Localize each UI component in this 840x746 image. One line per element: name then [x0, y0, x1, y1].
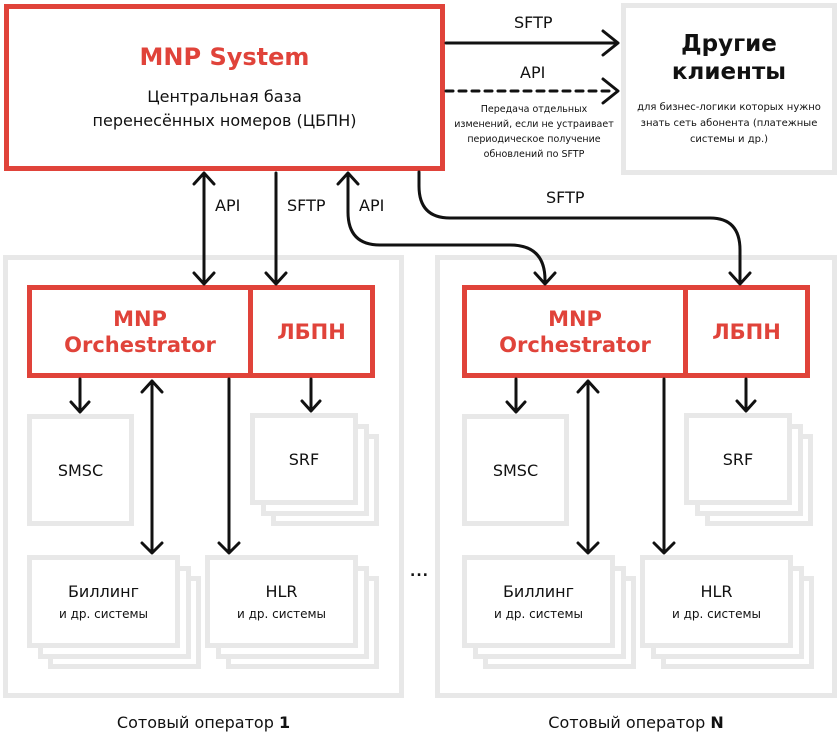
operator-n-orchestrator: MNP Orchestrator [462, 285, 688, 378]
operator-n-srf-stack: SRF [684, 413, 814, 526]
mnp-system-subtitle-1: Центральная база [147, 86, 302, 106]
caption-prefix: Сотовый оператор [548, 713, 711, 732]
billing-sub: и др. системы [58, 606, 149, 621]
caption-prefix: Сотовый оператор [116, 713, 279, 732]
smsc-label: SMSC [492, 460, 539, 480]
hlr-sub: и др. системы [236, 606, 327, 621]
other-clients-title-1: Другие [681, 31, 777, 57]
srf-label: SRF [722, 449, 754, 469]
orchestrator-line2: Orchestrator [499, 332, 651, 357]
operators-ellipsis: ... [410, 564, 429, 580]
caption-number: N [710, 713, 724, 732]
orchestrator-line1: MNP [548, 306, 602, 331]
api-note-4: обновлений по SFTP [483, 149, 585, 160]
lbpn-label: ЛБПН [277, 319, 346, 344]
operator-1-orchestrator: MNP Orchestrator [27, 285, 253, 378]
api-note-3: периодическое получение [467, 134, 601, 145]
label-opN-sftp: SFTP [546, 188, 585, 207]
hlr-title: HLR [700, 581, 733, 601]
other-clients-desc-1: для бизнес-логики которых нужно [637, 102, 821, 113]
operator-1-smsc: SMSC [27, 414, 134, 526]
other-clients-box: Другие клиенты для бизнес-логики которых… [621, 3, 837, 175]
api-dashed-arrowhead [601, 77, 620, 105]
operator-n-smsc: SMSC [462, 414, 569, 526]
smsc-label: SMSC [57, 460, 104, 480]
label-opN-api: API [359, 196, 385, 215]
operator-n-caption: Сотовый оператор N [435, 713, 837, 732]
label-op1-api: API [215, 196, 241, 215]
mnp-system-subtitle-2: перенесённых номеров (ЦБПН) [92, 110, 357, 130]
hlr-title: HLR [265, 581, 298, 601]
orchestrator-line2: Orchestrator [64, 332, 216, 357]
billing-title: Биллинг [67, 581, 140, 601]
operator-1-billing-stack: Биллинг и др. системы [27, 555, 201, 669]
label-sftp-top: SFTP [514, 13, 553, 32]
operator-n-lbpn: ЛБПН [683, 285, 810, 378]
mnp-system-box: MNP System Центральная база перенесённых… [4, 4, 445, 171]
other-clients-desc-2: знать сеть абонента (платежные [640, 118, 818, 129]
operator-1-hlr-stack: HLR и др. системы [205, 555, 379, 669]
sftp-arrow-to-clients [444, 29, 620, 57]
other-clients-desc-3: системы и др.) [689, 134, 769, 145]
lbpn-label: ЛБПН [712, 319, 781, 344]
caption-number: 1 [278, 713, 291, 732]
billing-sub: и др. системы [493, 606, 584, 621]
other-clients-title-2: клиенты [671, 59, 787, 85]
api-note-2: изменений, если не устраивает [454, 119, 614, 130]
label-api-top: API [520, 63, 546, 82]
orchestrator-line1: MNP [113, 306, 167, 331]
hlr-sub: и др. системы [671, 606, 762, 621]
operator-1-caption: Сотовый оператор 1 [3, 713, 404, 732]
api-note-1: Передача отдельных [480, 104, 588, 115]
operator-n-hlr-stack: HLR и др. системы [640, 555, 814, 669]
api-note: Передача отдельных изменений, если не ус… [452, 102, 616, 162]
srf-label: SRF [288, 449, 320, 469]
label-op1-sftp: SFTP [287, 196, 326, 215]
operator-1-lbpn: ЛБПН [248, 285, 375, 378]
operator-1-srf-stack: SRF [250, 413, 380, 526]
billing-title: Биллинг [502, 581, 575, 601]
operator-n-billing-stack: Биллинг и др. системы [462, 555, 636, 669]
mnp-system-title: MNP System [139, 42, 310, 71]
